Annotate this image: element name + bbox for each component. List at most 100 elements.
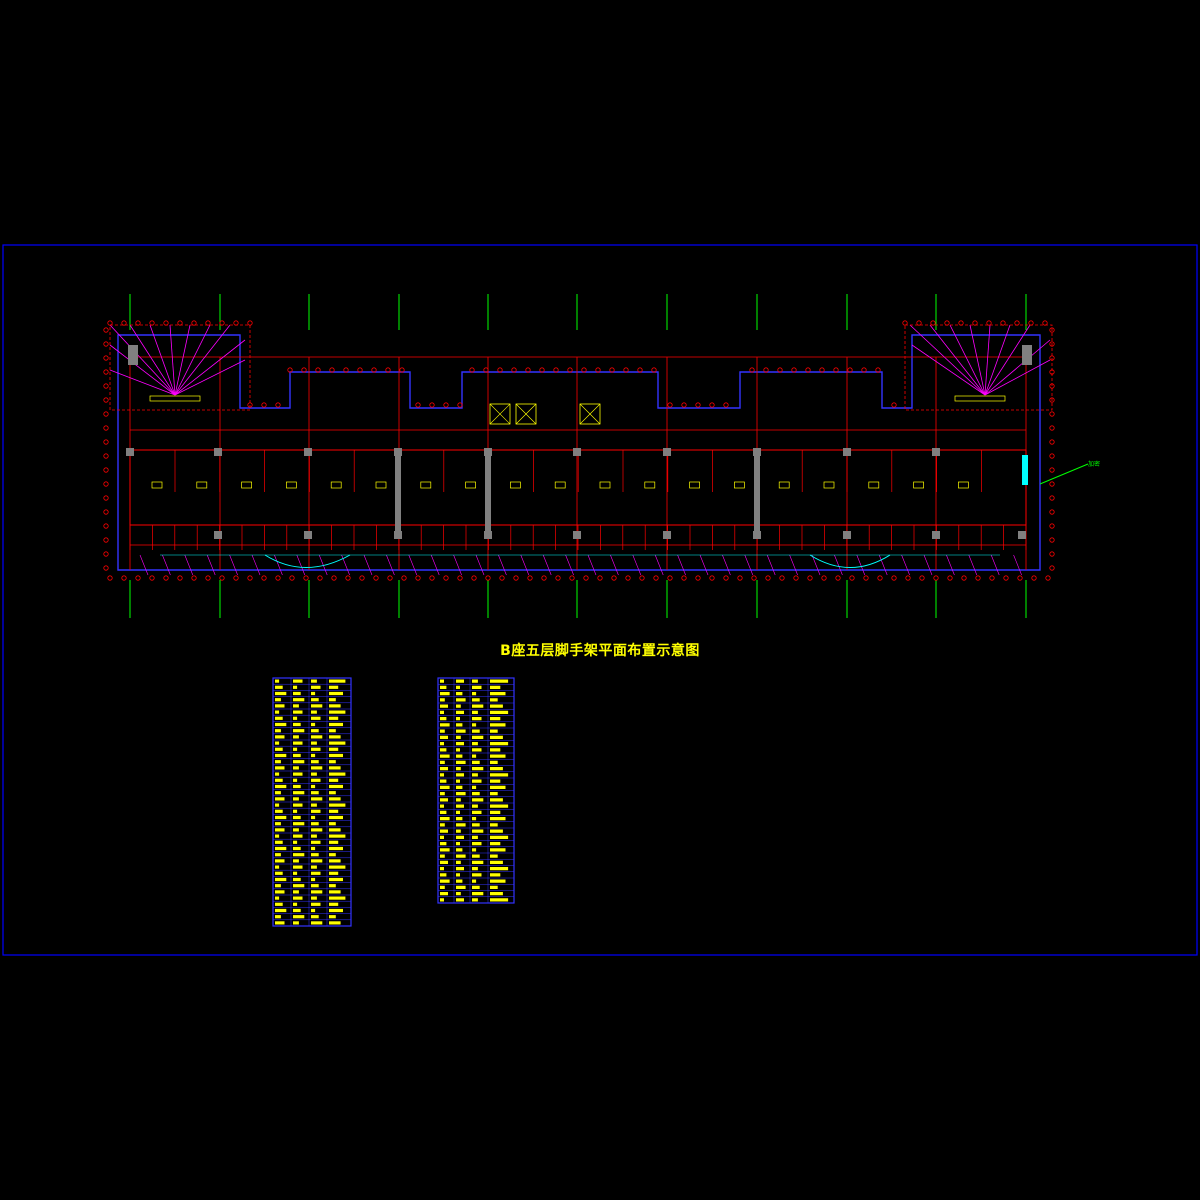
dim-marker [972,320,978,326]
dim-marker [385,367,391,373]
table-cell-text [329,890,341,894]
table-cell-text [329,679,346,683]
dim-marker [1049,481,1055,487]
scaffold-tie [139,554,149,576]
room-tag [868,481,880,489]
dim-marker [443,575,449,581]
table-cell-text [293,803,303,807]
table-cell-text [275,685,283,689]
callout-label: 加密 [1088,461,1101,468]
table-cell-text [440,829,448,833]
table-cell-text [440,698,445,702]
table-cell-text [275,803,280,807]
table-cell-text [311,679,317,683]
table-cell-text [440,735,448,739]
dim-marker [625,575,631,581]
table-cell-text [456,792,466,796]
drawing-title: B座五层脚手架平面布置示意图 [500,643,700,659]
table-cell-text [293,766,299,770]
scaffold-tie [386,554,395,576]
scaffold-tie [901,554,910,576]
dim-marker [1031,575,1037,581]
scaffold-tie [878,554,888,576]
table-cell-text [329,766,341,770]
table-cell-text [329,902,339,906]
table-cell-text [275,735,285,739]
table-cell-text [490,773,509,777]
table-cell-text [456,885,466,889]
scaffold-tie [453,554,462,576]
dim-marker [779,575,785,581]
dim-marker [933,575,939,581]
dim-marker [930,320,936,326]
table-cell-text [456,817,463,821]
table-cell-text [329,704,341,708]
scaffold-brace [984,339,1051,396]
dim-marker [107,575,113,581]
table-cell-text [456,823,466,827]
table-cell-text [456,867,464,871]
scaffold-tie [274,554,283,576]
table-cell-text [311,784,316,789]
table-cell-text [311,735,323,739]
corner-column [1022,345,1032,365]
table-cell-text [490,898,509,902]
table-cell-text [456,723,463,727]
dim-marker [443,402,449,408]
dim-marker [891,575,897,581]
table-cell-text [311,884,319,888]
table-cell-text [490,829,503,833]
table-cell-text [490,742,509,746]
table-cell-text [472,723,477,727]
table-cell-text [311,877,316,882]
dim-marker [1049,383,1055,389]
dim-marker [723,575,729,581]
table-cell-text [329,797,341,801]
scaffold-tie [699,554,709,576]
elevator-shaft [515,403,537,425]
table-cell-text [490,785,506,789]
scaffold-tie [654,554,664,576]
table-cell-text [275,691,287,696]
table-cell-text [490,885,498,889]
table-cell-text [456,779,460,783]
table-cell-text [293,704,299,708]
table-cell-text [490,823,498,827]
dim-marker [555,575,561,581]
table-cell-text [311,921,323,925]
table-cell-text [293,679,303,683]
table-cell-text [456,710,464,714]
scaffold-brace [174,324,231,396]
scaffold-tie [744,554,754,576]
dim-marker [135,575,141,581]
table-cell-text [293,853,305,857]
dim-marker [986,320,992,326]
table-cell-text [311,685,321,689]
scaffold-tie [542,554,552,576]
elevator-cross [579,403,601,425]
scaffold-tie [520,554,530,576]
dim-marker [1049,369,1055,375]
scaffold-tie [968,554,978,576]
dim-marker [247,320,253,326]
table-cell-text [275,846,287,851]
dim-marker [1049,327,1055,333]
table-cell-text [490,860,503,864]
dim-marker [497,367,503,373]
dim-marker [289,575,295,581]
dim-marker [233,320,239,326]
dim-marker [791,367,797,373]
table-cell-text [275,815,287,820]
dim-marker [191,320,197,326]
table-cell-text [440,692,450,696]
table-cell-text [293,822,305,826]
dim-marker [103,537,109,543]
table-cell-text [329,846,343,851]
dim-marker [163,320,169,326]
table-cell-text [490,723,506,727]
table-cell-text [472,754,477,758]
table-cell-text [440,892,448,896]
dim-marker [103,453,109,459]
table-cell-text [440,792,445,796]
